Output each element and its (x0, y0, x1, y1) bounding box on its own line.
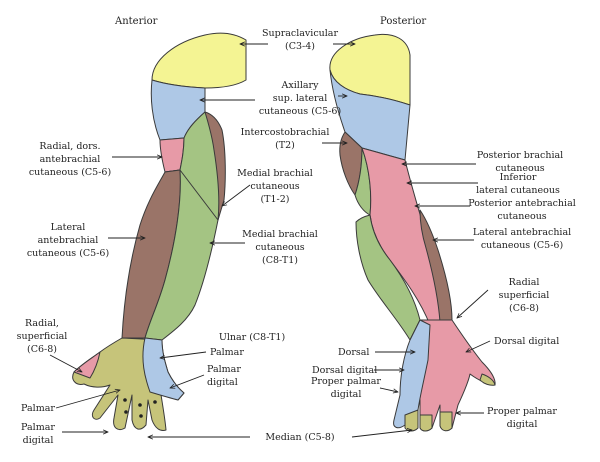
label-radial-dors-line2: antebrachial (40, 154, 101, 165)
thumb-tip-olive (479, 373, 496, 386)
label-supraclavicular-name: Supraclavicular (262, 28, 338, 39)
axillary-region-posterior (329, 69, 411, 161)
label-medial-brachial-c8t1-line3: (C8-T1) (262, 255, 298, 266)
label-palmar-digital-left-line1: Palmar (21, 422, 55, 433)
label-lateral-antebrachial-right-line1: Lateral antebrachial (473, 227, 571, 238)
leader-dorsal-digital-right (466, 340, 491, 353)
label-proper-palmar-right-line2: digital (507, 419, 538, 430)
label-posterior-antebrachial-line2: cutaneous (497, 211, 546, 222)
label-median: Median (C5-8) (265, 432, 334, 443)
label-radial-superficial-right-line2: superficial (499, 290, 550, 301)
label-medial-brachial-t12-line2: cutaneous (250, 181, 299, 192)
label-dorsal: Dorsal (338, 347, 369, 358)
label-palmar-ulnar: Palmar (210, 347, 244, 358)
label-proper-palmar-left-line2: digital (331, 389, 362, 400)
label-proper-palmar-right-line1: Proper palmar (487, 406, 557, 417)
label-radial-superficial-left-line2: superficial (17, 331, 68, 342)
supraclavicular-region-anterior (151, 32, 247, 89)
label-medial-brachial-t12-line3: (T1-2) (260, 194, 289, 205)
label-ulnar: Ulnar (C8-T1) (219, 332, 285, 343)
label-radial-superficial-left-line1: Radial, (25, 318, 59, 329)
leader-palmar-digital-ulnar (170, 374, 205, 388)
label-lateral-antebrachial-right-line2: cutaneous (C5-6) (481, 240, 563, 251)
label-lateral-antebrachial-left-line1: Lateral (51, 222, 86, 233)
label-palmar-left: Palmar (21, 403, 55, 414)
posterior-heading: Posterior (380, 16, 426, 27)
label-palmar-digital-ulnar-line2: digital (207, 377, 238, 388)
label-radial-superficial-right-line1: Radial (509, 277, 540, 288)
leader-radial-superficial-right (457, 289, 489, 318)
leader-proper-palmar-left (379, 387, 398, 392)
label-proper-palmar-left-line1: Proper palmar (311, 376, 381, 387)
label-lateral-antebrachial-left-line2: antebrachial (38, 235, 99, 246)
label-palmar-digital-ulnar-line1: Palmar (207, 364, 241, 375)
leader-palmar-ulnar (160, 351, 207, 358)
forearm-green-region-posterior (355, 214, 421, 341)
label-intercostobrachial-name: Intercostobrachial (241, 127, 330, 138)
label-posterior-brachial-line1: Posterior brachial (477, 150, 563, 161)
label-medial-brachial-t12-line1: Medial brachial (237, 168, 313, 179)
label-medial-brachial-c8t1-line2: cutaneous (255, 242, 304, 253)
label-posterior-antebrachial-line1: Posterior antebrachial (468, 198, 576, 209)
leader-medial-brachial-t12 (222, 184, 251, 206)
label-inferior-lateral-line2: lateral cutaneous (476, 185, 560, 196)
anterior-arm (72, 32, 247, 431)
leader-radial-superficial-left (49, 354, 82, 372)
anterior-heading: Anterior (114, 16, 158, 27)
label-posterior-brachial-line2: cutaneous (495, 163, 544, 174)
label-radial-superficial-left-line3: (C6-8) (27, 344, 57, 355)
leader-median-right (351, 430, 412, 438)
proper-palmar-digital-tips (404, 409, 453, 432)
label-radial-dors-line1: Radial, dors. (39, 141, 100, 152)
leader-palmar-left (55, 390, 120, 409)
label-medial-brachial-c8t1-line1: Medial brachial (242, 229, 318, 240)
label-axillary-line3: cutaneous (C5-6) (259, 106, 341, 117)
ulnar-region-anterior (142, 337, 185, 401)
label-dorsal-digital-mid: Dorsal digital (312, 365, 377, 376)
label-radial-dors-line3: cutaneous (C5-6) (29, 167, 111, 178)
label-supraclavicular-code: (C3-4) (285, 41, 315, 52)
label-palmar-digital-left-line2: digital (23, 435, 54, 446)
label-axillary-line1: Axillary (281, 80, 320, 91)
label-dorsal-digital-right: Dorsal digital (494, 336, 559, 347)
label-intercostobrachial-code: (T2) (275, 140, 295, 151)
label-axillary-line2: sup. lateral (273, 93, 328, 104)
label-inferior-lateral-line1: Inferior (500, 172, 537, 183)
label-lateral-antebrachial-left-line3: cutaneous (C5-6) (27, 248, 109, 259)
posterior-arm (329, 33, 496, 432)
fingertip-marks-anterior (123, 398, 157, 418)
label-radial-superficial-right-line3: (C6-8) (509, 303, 539, 314)
intercostobrachial-region-anterior (204, 111, 226, 221)
